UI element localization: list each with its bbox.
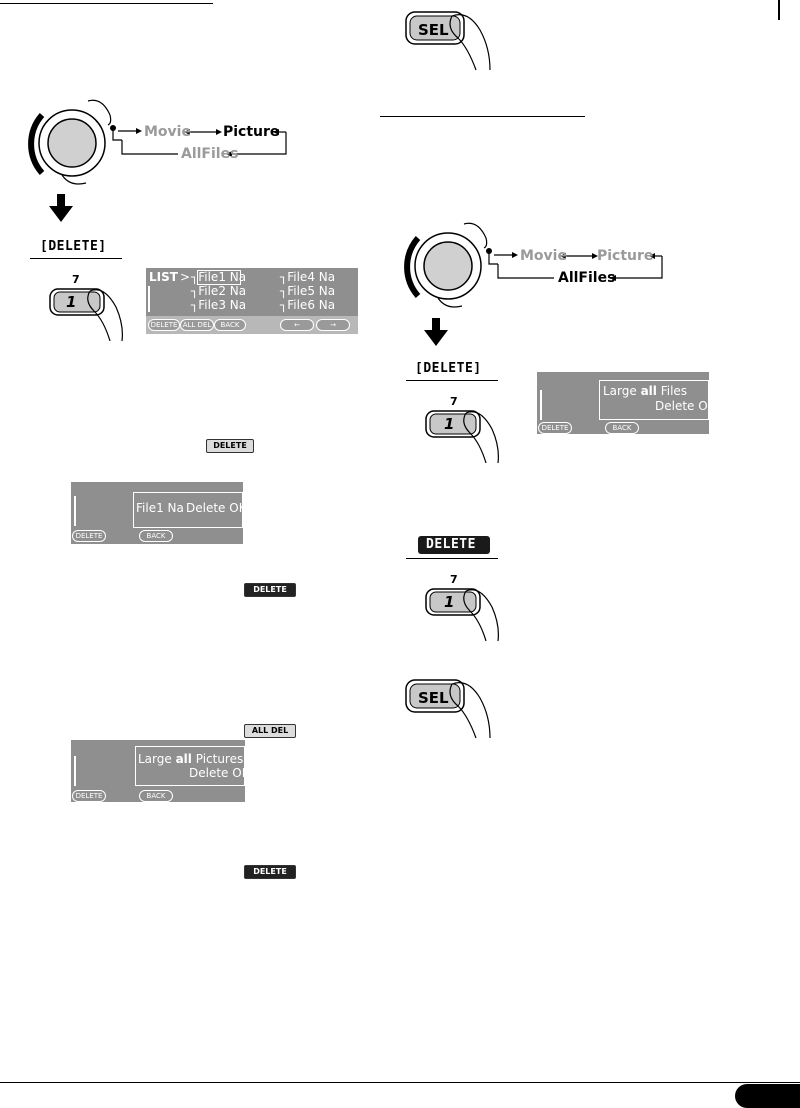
sequence-movie-label: Movie xyxy=(520,248,567,264)
lcd-file-name: File1 Na xyxy=(136,501,184,515)
lcd-question: Delete OK? xyxy=(186,501,253,515)
page-number-tab xyxy=(735,1084,800,1108)
mode-cycle-arrows-icon xyxy=(488,252,663,281)
lcd-message-frame xyxy=(599,380,709,420)
sel-button-icon[interactable] xyxy=(404,8,504,73)
lcd-softkey-delete: DELETE xyxy=(72,530,106,542)
down-arrow-icon xyxy=(49,194,73,222)
lcd-level-bar xyxy=(148,286,150,312)
footer-rule xyxy=(0,1082,800,1083)
lcd-softkey-back: BACK xyxy=(139,790,173,802)
sequence-picture-label: Picture xyxy=(597,248,654,264)
lcd-level-bar xyxy=(74,496,76,526)
down-arrow-icon xyxy=(424,318,448,346)
control-dial-icon xyxy=(404,222,492,308)
lcd-softkey-back: BACK xyxy=(214,319,246,331)
lcd-message-frame xyxy=(135,746,245,786)
mode-cycle-arrows-icon xyxy=(112,128,287,157)
number-1-key-icon[interactable] xyxy=(424,585,504,645)
key-number-main: 1 xyxy=(444,593,455,611)
sequence-allfiles-label: AllFiles xyxy=(181,146,239,162)
sel-button-label: SEL xyxy=(418,689,449,707)
lcd-softkey-right-arrow-icon: → xyxy=(316,319,350,331)
number-1-key-icon[interactable] xyxy=(424,407,504,467)
delete-label-text: DELETE xyxy=(423,361,474,376)
lcd-file-item: ┐File4 Na xyxy=(280,270,336,284)
lcd-file-item: ┐File1 Na xyxy=(191,270,247,284)
lcd-file-item: ┐File2 Na xyxy=(191,284,247,298)
lcd-list-label: LIST xyxy=(149,270,178,284)
lcd-level-bar xyxy=(74,756,76,786)
lcd-softkey-delete: DELETE xyxy=(148,319,180,331)
right-heading-underline xyxy=(380,116,585,117)
lcd-softkey-left-arrow-icon: ← xyxy=(280,319,314,331)
key-number-main: 1 xyxy=(444,415,455,433)
lcd-softkey-back: BACK xyxy=(605,422,639,434)
lcd-message-line2: Delete OK? xyxy=(655,399,722,413)
lcd-softkey-all-del: ALL DEL xyxy=(180,319,214,331)
lcd-file-item: ┐File3 Na xyxy=(191,298,247,312)
key-number-top: 7 xyxy=(450,395,458,408)
lcd-file-item: ┐File5 Na xyxy=(280,284,336,298)
key-number-main: 1 xyxy=(66,293,77,311)
key-number-top: 7 xyxy=(450,573,458,586)
lcd-selected-highlight xyxy=(197,270,241,285)
delete-label-underline xyxy=(406,558,498,559)
sel-button-label: SEL xyxy=(418,21,449,39)
sequence-picture-label: Picture xyxy=(223,124,280,140)
delete-label-text: DELETE xyxy=(426,537,476,552)
lcd-cursor: > xyxy=(180,270,191,284)
lcd-softkey-delete: DELETE xyxy=(72,790,106,802)
lcd-message-line2: Delete OK? xyxy=(189,766,256,780)
delete-button-label: [DELETE] xyxy=(415,361,482,376)
lcd-message-line1: Large all Pictures xyxy=(138,752,244,766)
lcd-delete-all-pictures: Large all Pictures Delete OK? DELETE BAC… xyxy=(71,740,256,802)
sequence-movie-label: Movie xyxy=(144,124,191,140)
top-right-marker xyxy=(778,0,780,20)
lcd-message-frame xyxy=(133,492,243,528)
delete-label-text: DELETE xyxy=(48,239,99,254)
lcd-file-item: ┐File6 Na xyxy=(280,298,336,312)
inline-delete-key-dark: DELETE xyxy=(244,865,296,879)
key-number-top: 7 xyxy=(72,273,80,286)
lcd-level-bar xyxy=(540,390,542,420)
sequence-allfiles-label: AllFiles xyxy=(558,270,616,286)
left-heading-underline xyxy=(0,3,213,4)
delete-button-label: [DELETE] xyxy=(40,239,107,254)
inline-delete-key-dark: DELETE xyxy=(244,583,296,597)
delete-button-dark-label xyxy=(418,536,490,554)
number-1-key-icon[interactable] xyxy=(48,285,128,345)
lcd-message-line1: Large all Files xyxy=(603,384,688,398)
control-dial-icon xyxy=(28,99,116,185)
delete-label-underline xyxy=(406,380,498,381)
inline-all-del-key: ALL DEL xyxy=(244,724,296,738)
lcd-softkey-back: BACK xyxy=(139,530,173,542)
lcd-softkey-delete: DELETE xyxy=(538,422,572,434)
lcd-delete-all-files: Large all Files Delete OK? DELETE BACK xyxy=(537,372,722,434)
lcd-file-list: LIST > ┐File1 Na ┐File2 Na ┐File3 Na ┐Fi… xyxy=(146,268,358,334)
delete-label-underline xyxy=(30,258,122,259)
sel-button-icon[interactable] xyxy=(404,676,504,741)
inline-delete-key: DELETE xyxy=(206,439,254,453)
lcd-delete-single: File1 Na Delete OK? DELETE BACK xyxy=(71,482,253,544)
